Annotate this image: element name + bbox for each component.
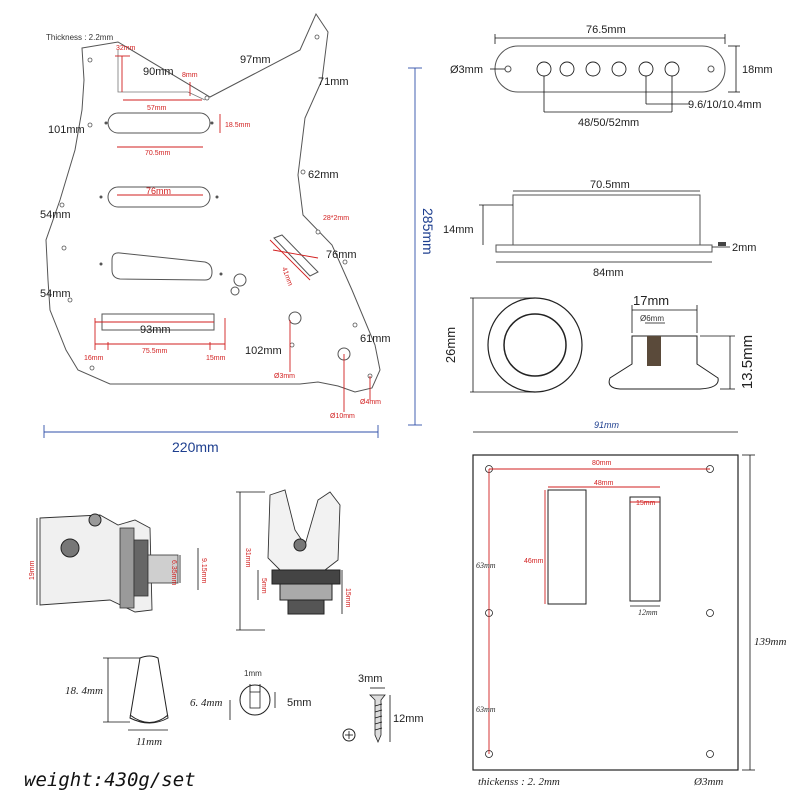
screw-drawing: 3mm 12mm [342,673,424,744]
pickup-side-base-thickness: 2mm [732,242,756,254]
dim-90: 90mm [143,66,174,78]
jack-thread-inner: 6.35mm [170,560,177,585]
knob-top-inner [503,313,567,377]
dim-101: 101mm [48,124,85,136]
backplate-drawing: 91mm 80mm 63mm 63mm 48mm 15mm 46mm 12mm … [472,420,786,788]
switch-tip-drawing: 18. 4mm 11mm [65,655,169,748]
knob-diameter: 26mm [443,327,458,363]
screw-length: 12mm [393,713,424,725]
pickup-cover-outline [494,45,726,93]
dim-32: 32mm [116,45,136,52]
pickup-side-base [495,244,713,253]
dim-76a: 76mm [146,186,171,196]
jack-front-height: 31mm [244,548,251,568]
backplate-width: 91mm [594,420,620,430]
washer-diameter: 6. 4mm [190,697,222,709]
weight-label: weight:430g/set [24,769,196,791]
dim-61: 61mm [360,333,391,345]
dim-75-5: 75.5mm [142,348,167,355]
knob-shaft-hole: Ø6mm [640,314,664,323]
knob-side [608,335,719,390]
pickup-side-base-length: 84mm [593,267,624,279]
dim-220: 220mm [172,439,219,455]
pole-pieces [536,61,680,77]
washer-hole: 5mm [287,697,311,709]
dim-70-5: 70.5mm [145,150,170,157]
dim-15: 15mm [206,355,226,362]
pickup-pole-span: 48/50/52mm [578,117,639,129]
dim-8: 8mm [182,72,198,79]
dim-57: 57mm [147,105,167,112]
backplate-hole-vertical-a: 63mm [476,561,496,570]
backplate-slot-span: 48mm [594,480,614,487]
pickguard-outline [45,12,381,393]
pickup-mount-hole: Ø3mm [450,64,483,76]
dim-41: 41mm [280,266,293,287]
dim-54b: 54mm [40,288,71,300]
dim-3: Ø3mm [274,373,295,380]
jack-side-height: 19mm [29,560,36,580]
dim-4: Ø4mm [360,399,381,406]
pickup-width: 18mm [742,64,773,76]
dim-285: 285mm [420,208,436,255]
backplate-slot-length: 46mm [524,558,544,565]
backplate-slot-width: 15mm [636,500,656,507]
dim-18-5: 18.5mm [225,122,250,129]
pickup-side-length: 70.5mm [590,179,630,191]
tip-width: 11mm [136,736,162,748]
backplate-thickness: thickenss : 2. 2mm [478,776,560,788]
knob-height: 13.5mm [739,335,756,389]
backplate-hole-vertical-b: 63mm [476,705,496,714]
jack-front-drawing: 31mm 5mm 15mm [236,489,351,631]
dim-93: 93mm [140,324,171,336]
dim-76b: 76mm [326,249,357,261]
tip-height: 18. 4mm [65,685,103,697]
backplate-height: 139mm [754,636,786,648]
pickup-slot-bridge [111,252,213,281]
pickup-cover-drawing: 76.5mm 18mm Ø3mm 48/50/52mm 9.6/10/10.4m… [450,24,773,129]
pickguard-thickness: Thickness : 2.2mm [46,33,113,42]
pickup-side-body [512,194,701,246]
backplate-outline [472,454,739,771]
pickup-slot-middle [107,186,211,208]
pickup-length: 76.5mm [586,24,626,36]
spring-slot-1 [547,489,587,605]
jack-front-thread: 15mm [344,588,351,608]
dim-71: 71mm [318,76,349,88]
dim-54a: 54mm [40,209,71,221]
washer-thickness: 1mm [244,669,262,678]
pickup-pole-spacing: 9.6/10/10.4mm [688,99,761,111]
knob-side-width: 17mm [633,293,669,308]
switch-slot [273,234,319,277]
dim-102: 102mm [245,345,282,357]
spring-slot-2 [629,496,661,602]
dim-16: 16mm [84,355,104,362]
pot-hole-2 [288,311,302,325]
dim-28x2: 28*2mm [323,215,349,222]
pickup-side-height: 14mm [443,224,474,236]
knob-drawing: 26mm 17mm Ø6mm 13.5mm [443,293,756,393]
backplate-hole-span: 80mm [592,460,612,467]
jack-thread-outer: 9.15mm [200,558,207,583]
jack-front-nut: 5mm [260,578,267,594]
dim-10: Ø10mm [330,413,355,420]
dim-62: 62mm [308,169,339,181]
washer-drawing: 6. 4mm 1mm 5mm [190,669,311,720]
backplate-hole-size: Ø3mm [693,776,723,788]
backplate-slot-inner: 12mm [638,608,658,617]
jack-side-drawing: 19mm 6.35mm 9.15mm [29,513,207,613]
pot-hole-1 [233,273,247,287]
dim-97: 97mm [240,54,271,66]
pickguard-drawing: Thickness : 2.2mm 32mm 8mm 90mm 97mm 71m… [40,12,436,455]
pickup-slot-neck [107,112,211,134]
screw-head: 3mm [358,673,382,685]
pickup-side-drawing: 70.5mm 14mm 2mm 84mm [443,179,756,279]
